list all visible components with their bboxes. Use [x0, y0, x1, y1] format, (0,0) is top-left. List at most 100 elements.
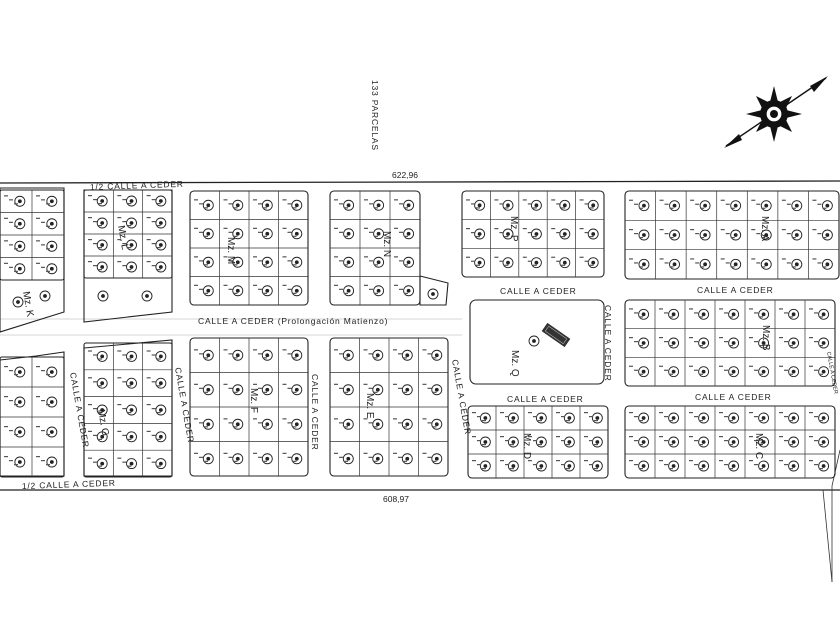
- lot-dimension-mark: [88, 217, 92, 219]
- lot-marker-icon: [343, 199, 355, 211]
- lot-marker-dot: [761, 440, 766, 444]
- lot-marker-dot: [375, 422, 380, 427]
- lot-marker-dot: [731, 416, 736, 420]
- street-half-top: 1/2 CALLE A CEDER: [90, 179, 184, 192]
- lot-marker-icon: [291, 256, 303, 268]
- lot-marker-dot: [346, 353, 351, 358]
- lot-dimension-mark: [228, 288, 233, 290]
- lot-dimension-mark: [292, 235, 297, 237]
- lot-dimension-mark: [809, 412, 813, 414]
- lot-dimension-mark: [494, 199, 499, 201]
- lot-dimension-mark: [822, 237, 827, 239]
- street-half-bottom: 1/2 CALLE A CEDER: [22, 478, 116, 491]
- lot-marker-dot: [294, 353, 299, 358]
- lot-marker-dot: [158, 199, 163, 203]
- lot-dimension-mark: [282, 383, 287, 385]
- lot-dimension-mark: [759, 444, 763, 446]
- lot-dimension-mark: [344, 207, 348, 209]
- lot-marker-icon: [559, 257, 571, 269]
- lot-dimension-mark: [759, 373, 763, 375]
- street-vertical-left2: CALLE A CEDER: [173, 367, 196, 444]
- lot-dimension-mark: [46, 374, 50, 376]
- lot-dimension-mark: [634, 416, 638, 418]
- lot-marker-dot: [701, 341, 706, 345]
- lot-dimension-mark: [669, 207, 674, 209]
- lot-dimension-mark: [199, 387, 203, 389]
- lot-dimension-mark: [88, 261, 92, 263]
- lot-dimension-mark: [551, 199, 556, 201]
- lot-dimension-mark: [669, 420, 673, 422]
- lot-marker-icon: [96, 261, 108, 273]
- block-label-n: Mz. N: [381, 231, 392, 257]
- lot-dimension-mark: [46, 464, 50, 466]
- lot-marker-icon: [202, 285, 214, 297]
- lot-dimension-mark: [639, 207, 643, 209]
- lot-marker-icon: [14, 366, 26, 378]
- lot-marker-dot: [791, 369, 796, 374]
- lot-dimension-mark: [720, 199, 725, 201]
- lot-dimension-mark: [253, 227, 257, 229]
- lot-dimension-mark: [4, 426, 8, 428]
- lot-dimension-mark: [156, 269, 161, 271]
- lot-dimension-mark: [46, 248, 50, 250]
- lot-dimension-mark: [528, 436, 532, 438]
- lot-marker-icon: [638, 308, 650, 320]
- lot-marker-dot: [158, 381, 163, 386]
- lot-dimension-mark: [199, 353, 203, 355]
- lot-dimension-mark: [93, 381, 97, 383]
- lot-marker-dot: [591, 203, 596, 208]
- lot-dimension-mark: [36, 195, 40, 197]
- lot-dimension-mark: [282, 284, 287, 286]
- lot-dimension-mark: [494, 256, 499, 258]
- lot-marker-dot: [567, 464, 572, 468]
- lot-marker-icon: [587, 199, 599, 211]
- lot-dimension-mark: [223, 383, 228, 385]
- lot-dimension-mark: [228, 260, 233, 262]
- lot-marker-dot: [158, 243, 163, 247]
- lot-dimension-mark: [659, 412, 663, 414]
- lot-marker-icon: [728, 460, 740, 472]
- lot-dimension-mark: [786, 262, 791, 264]
- lot-dimension-mark: [127, 269, 132, 271]
- lot-dimension-mark: [399, 260, 403, 262]
- lot-marker-dot: [235, 387, 240, 392]
- lot-dimension-mark: [669, 316, 673, 318]
- lot-dimension-mark: [566, 420, 570, 422]
- lot-marker-dot: [821, 440, 826, 444]
- lot-dimension-mark: [374, 207, 378, 209]
- lot-dimension-mark: [751, 258, 756, 260]
- lot-dimension-mark: [88, 457, 92, 459]
- lot-dimension-mark: [398, 387, 402, 389]
- lot-marker-dot: [235, 456, 240, 461]
- lot-dimension-mark: [194, 199, 198, 201]
- lot-dimension-mark: [499, 203, 504, 205]
- lot-marker-icon: [126, 404, 137, 416]
- lot-dimension-mark: [556, 436, 560, 438]
- lot-dimension-mark: [729, 420, 733, 422]
- lot-marker-icon: [46, 195, 58, 207]
- lot-marker-icon: [202, 453, 214, 465]
- lot-marker-icon: [427, 288, 439, 300]
- lot-marker-dot: [129, 199, 134, 203]
- lot-dimension-mark: [122, 408, 127, 410]
- lot-dimension-mark: [204, 207, 208, 209]
- lot-dimension-mark: [504, 207, 509, 209]
- lot-dimension-mark: [510, 444, 514, 446]
- lot-marker-icon: [202, 199, 214, 211]
- lot-dimension-mark: [694, 369, 698, 371]
- lot-dimension-mark: [292, 292, 297, 294]
- lot-dimension-mark: [41, 221, 45, 223]
- lot-marker-dot: [346, 260, 351, 265]
- lot-dimension-mark: [258, 387, 262, 389]
- lot-dimension-mark: [146, 239, 151, 241]
- lot-marker-icon: [760, 200, 772, 212]
- lot-marker-dot: [346, 387, 351, 392]
- lot-dimension-mark: [36, 426, 40, 428]
- lot-dimension-mark: [363, 349, 368, 351]
- lot-marker-icon: [638, 412, 650, 424]
- lot-marker-dot: [375, 456, 380, 461]
- lot-dimension-mark: [532, 207, 537, 209]
- lot-dimension-mark: [561, 207, 566, 209]
- lot-marker-dot: [158, 265, 163, 269]
- lot-dimension-mark: [156, 385, 161, 387]
